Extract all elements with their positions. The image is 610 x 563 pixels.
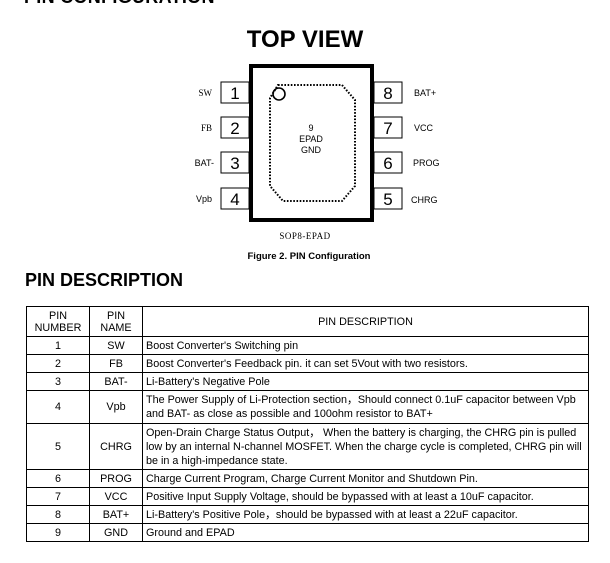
- header-pin-description: PIN DESCRIPTION: [142, 306, 589, 337]
- figure-caption: Figure 2. PIN Configuration: [247, 251, 371, 262]
- pin-name: SW: [199, 88, 213, 98]
- pin-number: 2: [230, 119, 239, 138]
- left-pin-3: 3 BAT-: [195, 151, 250, 174]
- cell-pin-name: GND: [89, 523, 143, 542]
- cell-pin-name: SW: [89, 336, 143, 355]
- cell-pin-description: Positive Input Supply Voltage, should be…: [142, 487, 589, 506]
- package-body: [249, 64, 374, 222]
- cell-pin-name: FB: [89, 354, 143, 373]
- cell-pin-name: BAT+: [89, 505, 143, 524]
- cell-pin-number: 7: [26, 487, 90, 506]
- epad-label: EPAD: [299, 134, 323, 144]
- pin-number: 8: [383, 84, 392, 103]
- cell-pin-description: Boost Converter's Switching pin: [142, 336, 589, 355]
- pin-name: Vpb: [196, 194, 212, 204]
- epad-outline: [269, 84, 356, 202]
- epad-gnd-label: GND: [301, 145, 322, 155]
- cell-pin-name: PROG: [89, 469, 143, 488]
- table-row: 5 CHRG Open-Drain Charge Status Output， …: [26, 423, 589, 470]
- cell-pin-name: VCC: [89, 487, 143, 506]
- header-pin-number: PIN NUMBER: [26, 306, 90, 337]
- pin-name: BAT-: [195, 158, 214, 168]
- table-header-row: PIN NUMBER PIN NAME PIN DESCRIPTION: [26, 306, 589, 337]
- pin1-marker-icon: [272, 87, 286, 101]
- right-pin-5: 5 CHRG: [373, 187, 438, 210]
- left-pin-1: 1 SW: [199, 81, 250, 104]
- table-row: 1 SW Boost Converter's Switching pin: [26, 336, 589, 355]
- pin-name: CHRG: [411, 195, 438, 205]
- pin-name: BAT+: [414, 88, 436, 98]
- cell-pin-number: 3: [26, 372, 90, 391]
- table-row: 2 FB Boost Converter's Feedback pin. it …: [26, 354, 589, 373]
- cell-pin-description: Charge Current Program, Charge Current M…: [142, 469, 589, 488]
- pin-number: 6: [383, 154, 392, 173]
- pin-number: 3: [230, 154, 239, 173]
- cell-pin-number: 9: [26, 523, 90, 542]
- package-label: SOP8-EPAD: [279, 231, 331, 241]
- cell-pin-name: CHRG: [89, 423, 143, 470]
- section-heading-pin-description: PIN DESCRIPTION: [25, 270, 184, 290]
- cell-pin-description: Li-Battery's Positive Pole，should be byp…: [142, 505, 589, 524]
- pin-number: 5: [383, 190, 392, 209]
- cell-pin-name: BAT-: [89, 372, 143, 391]
- table-row: 9 GND Ground and EPAD: [26, 523, 589, 542]
- right-pin-6: 6 PROG: [373, 151, 440, 174]
- package-diagram: 9 EPAD GND 1 SW 2 FB 3 BAT- 4 Vpb 8 BAT+…: [195, 64, 440, 222]
- cell-pin-description: The Power Supply of Li-Protection sectio…: [142, 390, 589, 424]
- pin-name: VCC: [414, 123, 434, 133]
- cell-pin-number: 8: [26, 505, 90, 524]
- cell-pin-number: 6: [26, 469, 90, 488]
- cell-pin-description: Ground and EPAD: [142, 523, 589, 542]
- header-pin-name: PIN NAME: [89, 306, 143, 337]
- section-heading-pin-configuration: PIN CONFIGURATION: [24, 0, 215, 8]
- epad-number: 9: [308, 123, 313, 133]
- left-pin-2: 2 FB: [201, 116, 250, 139]
- cell-pin-description: Boost Converter's Feedback pin. it can s…: [142, 354, 589, 373]
- pin-number: 7: [383, 119, 392, 138]
- table-row: 3 BAT- Li-Battery's Negative Pole: [26, 372, 589, 391]
- left-pin-4: 4 Vpb: [196, 187, 250, 210]
- pin-name: FB: [201, 123, 212, 133]
- table-row: 7 VCC Positive Input Supply Voltage, sho…: [26, 487, 589, 506]
- cell-pin-number: 1: [26, 336, 90, 355]
- pin-number: 4: [230, 190, 239, 209]
- pin-name: PROG: [413, 158, 440, 168]
- table-row: 6 PROG Charge Current Program, Charge Cu…: [26, 469, 589, 488]
- table-row: 8 BAT+ Li-Battery's Positive Pole，should…: [26, 505, 589, 524]
- table-row: 4 Vpb The Power Supply of Li-Protection …: [26, 390, 589, 424]
- cell-pin-number: 4: [26, 390, 90, 424]
- right-pin-8: 8 BAT+: [373, 81, 436, 104]
- cell-pin-number: 2: [26, 354, 90, 373]
- cell-pin-description: Open-Drain Charge Status Output， When th…: [142, 423, 589, 470]
- pin-number: 1: [230, 84, 239, 103]
- right-pin-7: 7 VCC: [373, 116, 434, 139]
- cell-pin-name: Vpb: [89, 390, 143, 424]
- cell-pin-description: Li-Battery's Negative Pole: [142, 372, 589, 391]
- pin-description-table: PIN NUMBER PIN NAME PIN DESCRIPTION 1 SW…: [26, 306, 589, 542]
- top-view-title: TOP VIEW: [246, 26, 364, 53]
- cell-pin-number: 5: [26, 423, 90, 470]
